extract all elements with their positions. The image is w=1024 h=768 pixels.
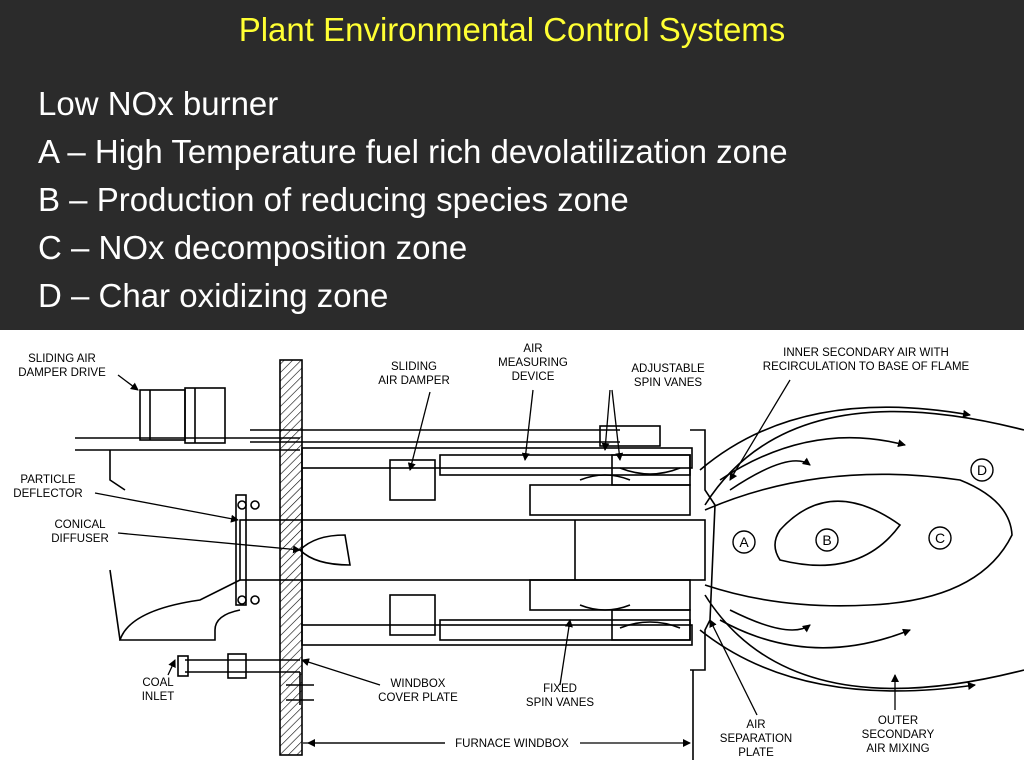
flame-zone-b bbox=[774, 500, 902, 567]
label-air-separation-plate-1: AIR bbox=[746, 719, 765, 731]
label-furnace-windbox: FURNACE WINDBOX bbox=[455, 738, 569, 750]
label-sliding-air-damper-drive-2: DAMPER DRIVE bbox=[18, 367, 106, 379]
bullet-line-zone-b: B – Production of reducing species zone bbox=[38, 181, 629, 218]
label-inner-secondary-air-2: RECIRCULATION TO BASE OF FLAME bbox=[763, 361, 970, 373]
zone-d-marker bbox=[970, 458, 994, 482]
label-air-measuring-device-2: MEASURING bbox=[498, 357, 568, 369]
zone-c-letter: C bbox=[935, 530, 945, 546]
label-particle-deflector-1: PARTICLE bbox=[20, 474, 76, 486]
label-conical-diffuser-1: CONICAL bbox=[54, 519, 106, 531]
zone-b-letter: B bbox=[822, 532, 831, 548]
burner-diagram: A B C D SLIDING AIR DAMPER DRIVE SLIDING… bbox=[0, 330, 1024, 768]
label-air-measuring-device-1: AIR bbox=[523, 343, 542, 355]
zone-a-letter: A bbox=[739, 534, 749, 550]
label-air-separation-plate-2: SEPARATION bbox=[720, 733, 792, 745]
zone-markers: A B C D bbox=[732, 458, 994, 554]
burner-structure bbox=[75, 359, 1024, 760]
damper-drive-housing bbox=[139, 389, 186, 441]
air-flow-arrows bbox=[699, 406, 976, 692]
bullet-line-zone-d: D – Char oxidizing zone bbox=[38, 277, 389, 314]
bullet-line-zone-c: C – NOx decomposition zone bbox=[38, 229, 468, 266]
label-outer-secondary-air-mixing-1: OUTER bbox=[878, 715, 918, 727]
label-outer-secondary-air-mixing-3: AIR MIXING bbox=[866, 743, 929, 755]
label-air-measuring-device-3: DEVICE bbox=[512, 371, 555, 383]
label-sliding-air-damper-2: AIR DAMPER bbox=[378, 375, 450, 387]
label-windbox-cover-plate-2: COVER PLATE bbox=[378, 692, 458, 704]
flame-zone-c bbox=[704, 473, 1013, 607]
bullet-line-heading: Low NOx burner bbox=[38, 85, 279, 122]
outer-flame-top bbox=[704, 410, 1024, 506]
burner-drawing: A B C D SLIDING AIR DAMPER DRIVE SLIDING… bbox=[13, 343, 1024, 760]
slide-title: Plant Environmental Control Systems bbox=[238, 11, 786, 48]
label-fixed-spin-vanes-1: FIXED bbox=[543, 683, 577, 695]
coal-pipe bbox=[239, 519, 706, 581]
zone-c-marker bbox=[928, 526, 952, 550]
label-adjustable-spin-vanes-1: ADJUSTABLE bbox=[631, 363, 705, 375]
label-coal-inlet-2: INLET bbox=[142, 691, 175, 703]
zone-b-marker bbox=[815, 528, 839, 552]
bullet-line-zone-a: A – High Temperature fuel rich devolatil… bbox=[38, 133, 788, 170]
damper-drive-motor bbox=[184, 387, 226, 444]
conical-diffuser-body bbox=[298, 534, 351, 566]
label-air-separation-plate-3: PLATE bbox=[738, 747, 774, 759]
label-inner-secondary-air-1: INNER SECONDARY AIR WITH bbox=[783, 347, 949, 359]
component-labels: SLIDING AIR DAMPER DRIVE SLIDING AIR DAM… bbox=[13, 343, 969, 759]
zone-d-letter: D bbox=[977, 462, 987, 478]
label-conical-diffuser-2: DIFFUSER bbox=[51, 533, 109, 545]
label-sliding-air-damper-1: SLIDING bbox=[391, 361, 437, 373]
bullet-list: Low NOx burner A – High Temperature fuel… bbox=[38, 80, 788, 320]
label-particle-deflector-2: DEFLECTOR bbox=[13, 488, 82, 500]
label-adjustable-spin-vanes-2: SPIN VANES bbox=[634, 377, 702, 389]
label-fixed-spin-vanes-2: SPIN VANES bbox=[526, 697, 594, 709]
furnace-wall bbox=[279, 359, 303, 756]
label-coal-inlet-1: COAL bbox=[142, 677, 174, 689]
zone-a-marker bbox=[732, 530, 756, 554]
label-outer-secondary-air-mixing-2: SECONDARY bbox=[862, 729, 935, 741]
label-sliding-air-damper-drive-1: SLIDING AIR bbox=[28, 353, 96, 365]
label-windbox-cover-plate-1: WINDBOX bbox=[391, 678, 446, 690]
outer-flame-bottom bbox=[704, 594, 1024, 690]
leader-lines bbox=[94, 374, 899, 747]
